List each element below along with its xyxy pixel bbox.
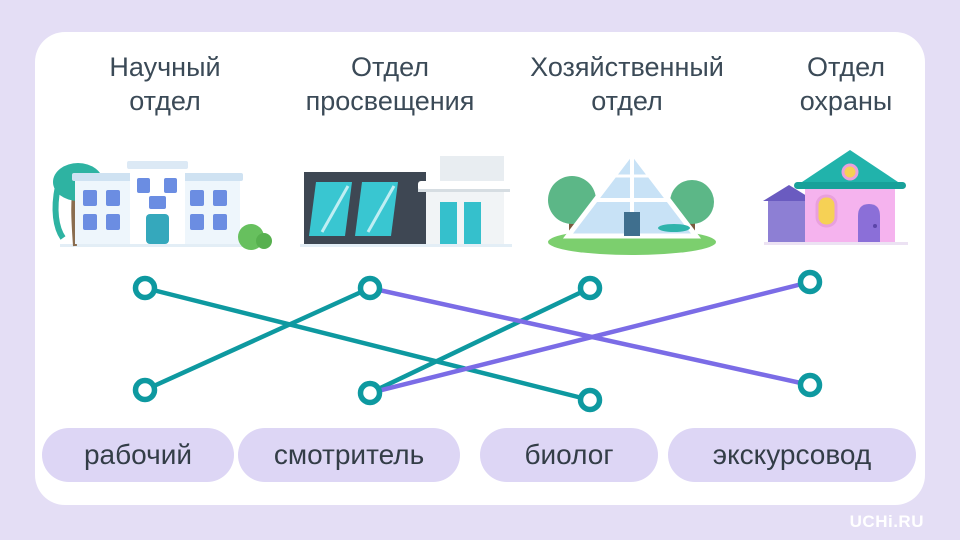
department-title-line: Научный — [109, 52, 221, 82]
department-title-science: Научный отдел — [109, 50, 220, 118]
department-title-education: Отдел просвещения — [306, 50, 475, 118]
match-dot-top-0[interactable] — [132, 275, 158, 301]
department-title-line: охраны — [799, 86, 893, 116]
department-title-security: Отдел охраны — [800, 50, 893, 118]
department-title-household: Хозяйственный отдел — [530, 50, 724, 118]
modern-museum-building-icon — [300, 156, 512, 247]
department-title-line: просвещения — [305, 86, 475, 116]
department-title-line: отдел — [129, 86, 201, 116]
uchi-ru-logo: UCHi.RU — [849, 512, 924, 531]
match-line-teal — [142, 285, 373, 393]
match-line-purple — [367, 279, 813, 396]
match-dot-top-3[interactable] — [797, 269, 823, 295]
department-title-line: Отдел — [806, 52, 886, 82]
match-dot-bottom-0[interactable] — [132, 377, 158, 403]
match-line-teal — [142, 285, 593, 403]
match-dot-bottom-1[interactable] — [357, 380, 383, 406]
answer-pill-worker[interactable]: рабочий — [42, 428, 234, 482]
answer-pill-caretaker[interactable]: смотритель — [238, 428, 460, 482]
answer-pill-biologist[interactable]: биолог — [480, 428, 658, 482]
match-dot-bottom-2[interactable] — [577, 387, 603, 413]
department-title-line: Хозяйственный — [530, 52, 724, 82]
department-title-line: Отдел — [350, 52, 430, 82]
department-title-line: отдел — [591, 86, 663, 116]
glass-house-building-icon — [548, 147, 716, 255]
school-building-icon — [52, 161, 272, 250]
task-card — [35, 32, 925, 505]
match-dot-top-1[interactable] — [357, 275, 383, 301]
match-line-teal — [367, 285, 593, 396]
match-dot-bottom-3[interactable] — [797, 372, 823, 398]
pink-house-building-icon — [763, 150, 908, 245]
match-dot-top-2[interactable] — [577, 275, 603, 301]
answer-pill-guide[interactable]: экскурсовод — [668, 428, 916, 482]
